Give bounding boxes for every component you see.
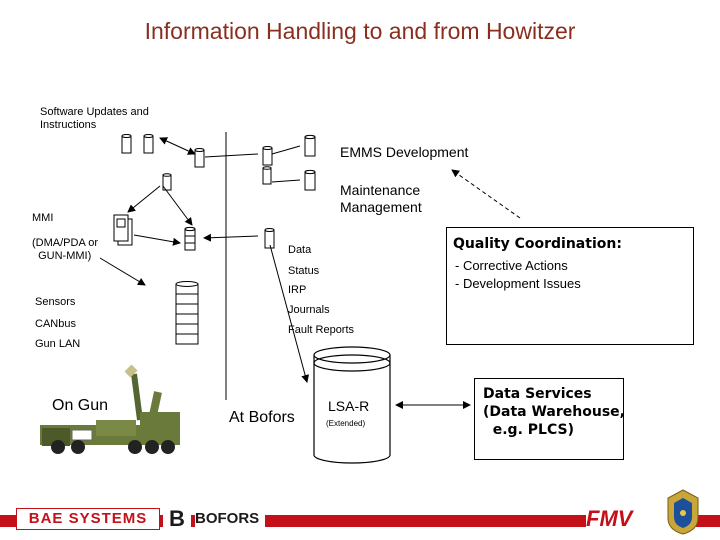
data-services-box: Data Services (Data Warehouse, e.g. PLCS… bbox=[474, 378, 625, 460]
arrow-pda-db bbox=[133, 234, 181, 246]
quality-item: - Development Issues bbox=[455, 276, 581, 291]
lsa-sub-label: (Extended) bbox=[326, 419, 366, 428]
data-services-label: Data Services (Data Warehouse, e.g. PLCS… bbox=[483, 386, 625, 438]
emms-label: EMMS Development bbox=[340, 144, 469, 160]
irp-label: IRP bbox=[288, 284, 307, 296]
mmi-label: MMI bbox=[32, 212, 54, 224]
arrow-to-db bbox=[162, 185, 193, 226]
lsa-cylinder bbox=[313, 346, 391, 464]
db-icon bbox=[264, 228, 275, 249]
fault-reports-label: Fault Reports bbox=[288, 324, 355, 336]
journals-label: Journals bbox=[288, 304, 330, 316]
db-icon bbox=[143, 134, 154, 154]
pda-icon bbox=[113, 214, 133, 246]
bae-systems-logo: BAE SYSTEMS bbox=[16, 508, 160, 530]
howitzer-image bbox=[40, 364, 180, 454]
on-gun-label: On Gun bbox=[52, 397, 109, 414]
maintenance-label: Maintenance Management bbox=[340, 182, 422, 215]
db-icon bbox=[184, 226, 196, 251]
dma-pda-label: (DMA/PDA or GUN-MMI) bbox=[32, 237, 99, 262]
gun-lan-label: Gun LAN bbox=[35, 338, 81, 350]
software-updates-label: Software Updates and Instructions bbox=[40, 106, 149, 131]
data-label: Data bbox=[288, 244, 312, 256]
bofors-mark-logo: B bbox=[163, 505, 191, 533]
quality-coordination-box: Quality Coordination: - Corrective Actio… bbox=[446, 227, 694, 345]
arrow-gun-data bbox=[203, 233, 259, 242]
link-emms bbox=[271, 145, 301, 155]
arrow-pda-sensors bbox=[99, 257, 146, 286]
at-bofors-label: At Bofors bbox=[229, 409, 295, 426]
canbus-label: CANbus bbox=[35, 318, 76, 330]
db-icon bbox=[262, 146, 273, 166]
db-icon bbox=[304, 169, 316, 191]
db-icon bbox=[194, 148, 205, 168]
db-icon bbox=[121, 134, 132, 154]
sensors-label: Sensors bbox=[35, 296, 76, 308]
arrow-quality-emms bbox=[451, 169, 521, 219]
bofors-logo: BOFORS bbox=[195, 508, 265, 530]
lsa-label: LSA-R bbox=[328, 398, 370, 414]
quality-item: - Corrective Actions bbox=[455, 258, 568, 273]
crest-icon bbox=[667, 489, 699, 535]
fmv-text: FMV bbox=[586, 506, 633, 531]
arrow-sw-update bbox=[159, 137, 196, 155]
db-icon bbox=[304, 134, 316, 157]
db-icon bbox=[175, 281, 199, 345]
small-db-icons bbox=[121, 134, 316, 345]
db-icon bbox=[262, 166, 272, 185]
arrow-data-lsa bbox=[269, 244, 310, 383]
status-label: Status bbox=[288, 265, 320, 277]
quality-heading: Quality Coordination: bbox=[453, 236, 622, 252]
slide-title: Information Handling to and from Howitze… bbox=[144, 18, 576, 44]
arrow-to-pda bbox=[127, 185, 161, 213]
link-maint bbox=[271, 179, 301, 183]
db-icon bbox=[162, 173, 172, 191]
link-db bbox=[204, 153, 259, 158]
